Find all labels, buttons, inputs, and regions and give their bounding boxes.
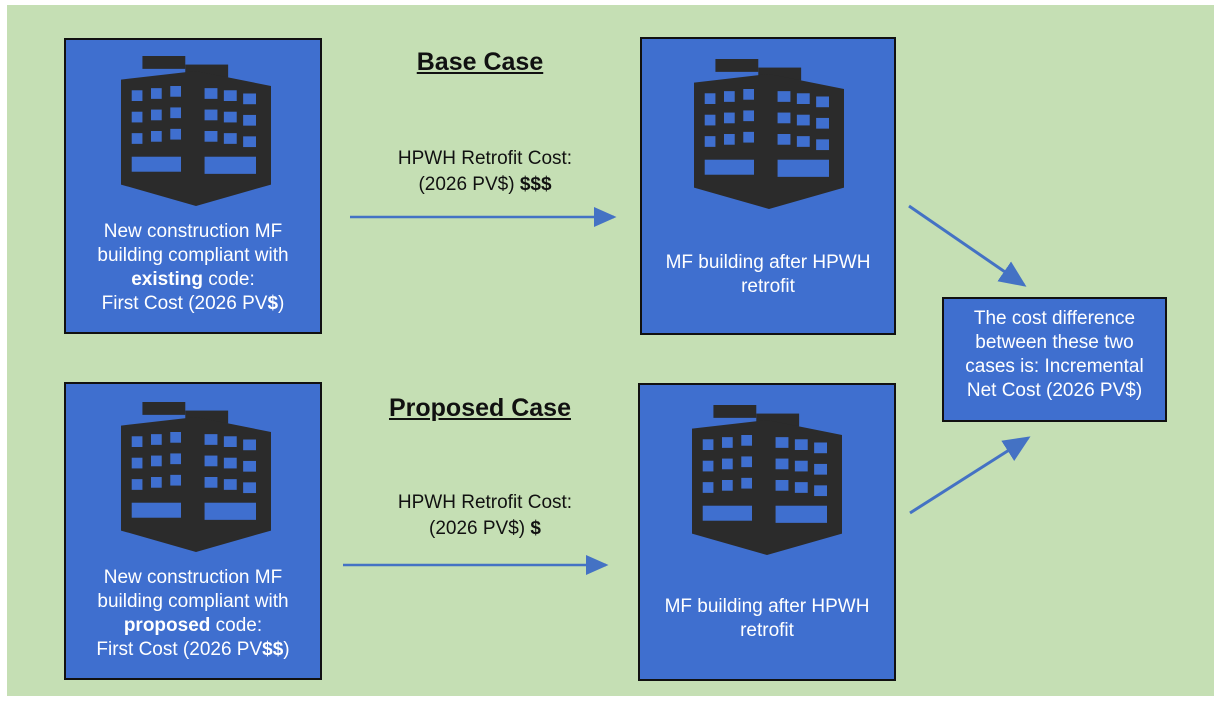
base-arrow-label-line2-bold: $$$: [519, 174, 552, 195]
base-left-line1: New construction MF: [103, 221, 283, 242]
proposed-arrow-label-line2-bold: $: [530, 518, 541, 539]
summary-line4: Net Cost (2026 PV$): [966, 380, 1143, 401]
proposed-code-box: New construction MF building compliant w…: [64, 382, 322, 680]
proposed-retrofit-box: MF building after HPWH retrofit: [638, 383, 896, 681]
proposed-arrow-label: HPWH Retrofit Cost: (2026 PV$) $: [345, 490, 625, 542]
proposed-left-line2: building compliant with: [97, 591, 289, 612]
base-left-line4-prefix: First Cost (2026 PV: [101, 293, 268, 314]
summary-line2: between these two: [975, 332, 1134, 353]
proposed-left-line4-bold: $$: [262, 639, 284, 660]
base-arrow-label: HPWH Retrofit Cost: (2026 PV$) $$$: [345, 146, 625, 198]
base-right-line1: MF building after HPWH: [665, 252, 871, 273]
summary-line3: cases is: Incremental: [965, 356, 1144, 377]
base-left-line3-rest: code:: [203, 269, 255, 290]
base-retrofit-box: MF building after HPWH retrofit: [640, 37, 896, 335]
proposed-arrow-label-line1: HPWH Retrofit Cost:: [397, 492, 573, 513]
proposed-left-line4-suffix: ): [283, 639, 290, 660]
proposed-left-line1: New construction MF: [103, 567, 283, 588]
proposed-left-line3-bold: proposed: [123, 615, 211, 636]
base-to-summary-arrow: [908, 204, 1027, 287]
proposed-case-heading: Proposed Case: [388, 394, 571, 422]
proposed-left-line4-prefix: First Cost (2026 PV: [96, 639, 263, 660]
base-left-line3-bold: existing: [131, 269, 204, 290]
base-right-line2: retrofit: [741, 276, 795, 297]
base-left-line2: building compliant with: [97, 245, 289, 266]
proposed-to-summary-arrow: [909, 436, 1031, 515]
summary-line1: The cost difference: [973, 308, 1136, 329]
base-arrow-label-line1: HPWH Retrofit Cost:: [397, 148, 573, 169]
base-case-heading: Base Case: [416, 48, 544, 76]
proposed-left-line3-rest: code:: [210, 615, 263, 636]
base-existing-code-box: New construction MF building compliant w…: [64, 38, 322, 334]
base-left-line4-bold: $: [267, 293, 279, 314]
summary-box: The cost difference between these two ca…: [942, 297, 1167, 422]
proposed-right-line1: MF building after HPWH: [664, 596, 870, 617]
proposed-right-line2: retrofit: [740, 620, 794, 641]
base-left-line4-suffix: ): [278, 293, 285, 314]
base-arrow-label-line2: (2026 PV$): [418, 174, 520, 195]
proposed-arrow-label-line2: (2026 PV$): [429, 518, 531, 539]
